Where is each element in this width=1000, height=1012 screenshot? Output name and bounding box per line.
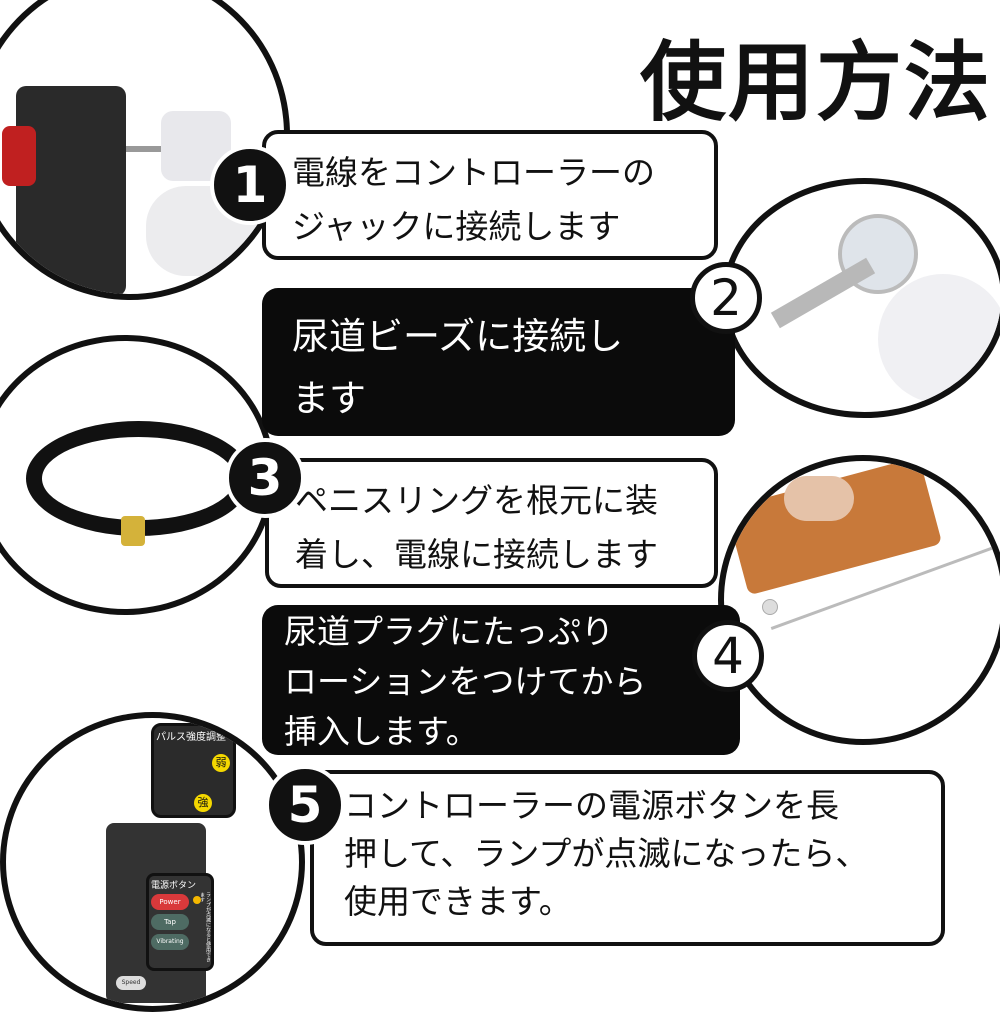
step-3-line-2: 着し、電線に接続します xyxy=(295,535,658,574)
strong-label: 強 xyxy=(194,794,212,812)
page-title: 使用方法 xyxy=(640,33,992,133)
speed-button: Speed xyxy=(116,976,146,990)
step-2-line-1: 尿道ビーズに接続し xyxy=(292,315,624,358)
step-5-line-1: コントローラーの電源ボタンを長 xyxy=(344,786,839,825)
step-5-badge: 5 xyxy=(265,765,345,845)
step-4-line-1: 尿道プラグにたっぷり xyxy=(284,612,614,651)
step-5-line-2: 押して、ランプが点滅になったら、 xyxy=(344,834,869,873)
lamp-icon xyxy=(193,896,201,904)
step-1-line-1: 電線をコントローラーの xyxy=(292,153,655,192)
step-4-line-3: 挿入します。 xyxy=(284,712,479,751)
power-button-label: 電源ボタン xyxy=(151,881,197,891)
step-5-text-box: コントローラーの電源ボタンを長 押して、ランプが点滅になったら、 使用できます。 xyxy=(310,770,945,946)
step-1-badge: 1 xyxy=(210,145,290,225)
step-4-badge: 4 xyxy=(692,620,764,692)
step-1-line-2: ジャックに接続します xyxy=(292,207,621,246)
tap-button: Tap xyxy=(151,914,189,930)
lamp-note: ランプが点滅になると使用できます xyxy=(201,892,211,962)
power-button: Power xyxy=(151,894,189,910)
pulse-intensity-label: パルス強度調整 xyxy=(156,732,226,743)
step-4-text-box: 尿道プラグにたっぷり ローションをつけてから 挿入します。 xyxy=(262,605,740,755)
step-2-text-box: 尿道ビーズに接続し ます xyxy=(262,288,735,436)
weak-label: 弱 xyxy=(212,754,230,772)
step-3-text-box: ペニスリングを根元に装 着し、電線に接続します xyxy=(265,458,718,588)
step-3-line-1: ペニスリングを根元に装 xyxy=(295,481,658,520)
photo-controller-power: パルス強度調整 弱 強 電源ボタン Power Tap Vibrating ラン… xyxy=(0,712,305,1012)
step-1-text-box: 電線をコントローラーの ジャックに接続します xyxy=(262,130,718,260)
photo-urethral-beads-connect xyxy=(722,178,1000,418)
step-2-badge: 2 xyxy=(690,262,762,334)
photo-urethral-plug xyxy=(718,455,1000,745)
step-4-line-2: ローションをつけてから xyxy=(284,662,647,701)
step-3-badge: 3 xyxy=(225,438,305,518)
step-5-line-3: 使用できます。 xyxy=(344,882,572,921)
step-2-line-2: ます xyxy=(292,377,366,420)
vibrating-button: Vibrating xyxy=(151,934,189,950)
